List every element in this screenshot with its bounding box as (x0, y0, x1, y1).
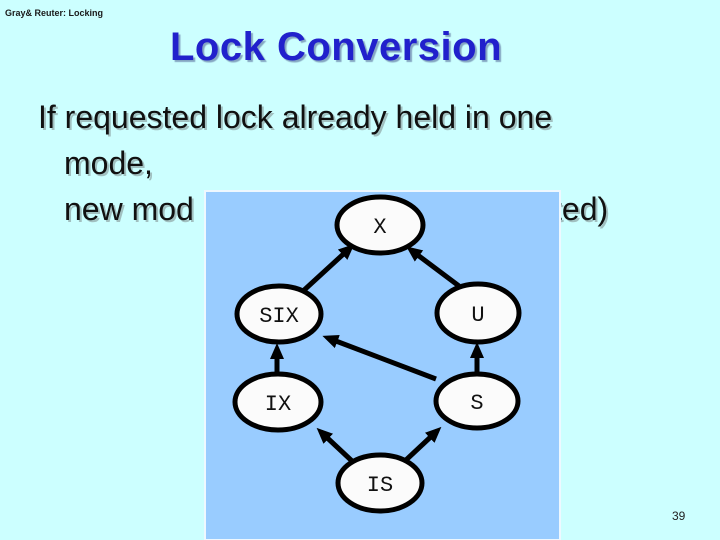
body-text-line-3-left-fragment: new mod (64, 191, 194, 227)
page-number: 39 (672, 509, 686, 523)
slide-header-citation: Gray& Reuter: Locking (5, 8, 104, 18)
body-text-line-1: If requested lock already held in one (38, 99, 553, 135)
page-title: Lock Conversion (170, 25, 503, 69)
body-text-line-2: mode, (64, 145, 153, 181)
body-text-line-3-right-fragment: ted) (553, 191, 609, 227)
lock-lattice-diagram-panel (204, 190, 561, 540)
